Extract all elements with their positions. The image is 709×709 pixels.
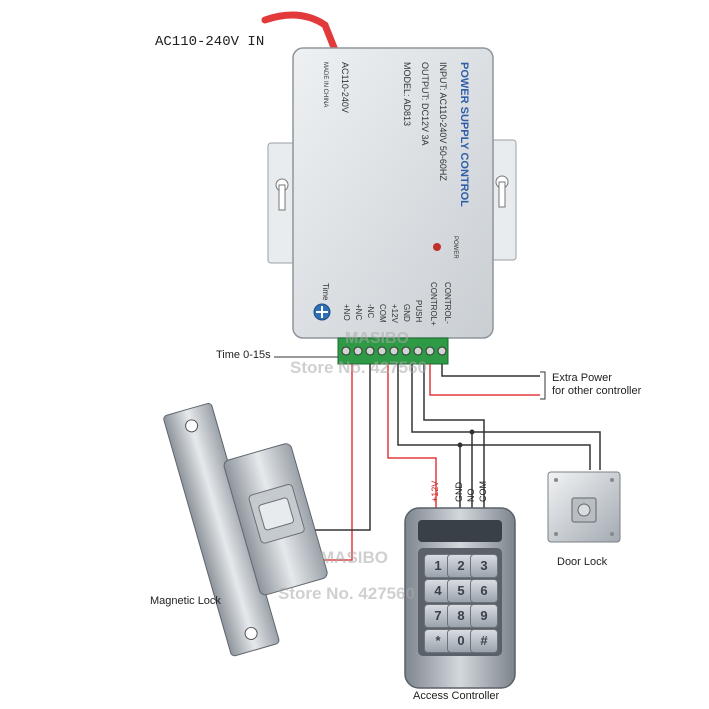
extra-power-bracket — [540, 371, 546, 400]
magnetic-lock-graphic — [163, 403, 328, 657]
ctrl-terminal-label: GND — [454, 482, 464, 502]
access-controller-label: Access Controller — [413, 690, 500, 702]
terminal-label: CONTROL+ — [429, 282, 438, 326]
wire-extra-power-red — [429, 364, 540, 396]
keypad-key: 6 — [470, 579, 498, 603]
wire-button-b — [472, 431, 601, 470]
watermark-brand-top: MASIBO — [345, 330, 409, 347]
extra-power-label-1: Extra Power — [552, 372, 612, 384]
psu-time-label: Time — [321, 283, 330, 301]
wire-ctrl-no — [411, 364, 473, 510]
psu-input-spec: INPUT: AC110-240V 50-60HZ — [438, 62, 448, 181]
mains-cable — [261, 11, 339, 54]
keypad-key: 9 — [470, 604, 498, 628]
terminal-label: CONTROL- — [443, 282, 452, 324]
ctrl-terminal-label: COM — [478, 481, 488, 502]
ctrl-terminal-label: +12V — [430, 480, 440, 502]
psu-voltage: AC110-240V — [340, 62, 350, 113]
wire-extra-power-dark — [441, 364, 540, 377]
terminal-label: +12V — [390, 304, 399, 323]
psu-made-in: MADE IN CHINA — [322, 62, 328, 108]
extra-power-label-2: for other controller — [552, 385, 642, 397]
power-led — [433, 243, 441, 251]
watermark-store-bottom: Store No. 427560 — [278, 584, 416, 603]
watermark-store-top: Store No. 427560 — [290, 358, 428, 377]
keypad-key: 3 — [470, 554, 498, 578]
terminal-label: GND — [402, 304, 411, 322]
terminal-label: +NC — [354, 304, 363, 321]
psu-power-led-label: POWER — [452, 236, 458, 259]
door-lock-label: Door Lock — [557, 556, 608, 568]
wire-ctrl-com — [423, 364, 485, 510]
terminal-screws — [341, 346, 447, 356]
time-label: Time 0-15s — [216, 349, 271, 361]
terminal-label: -NC — [366, 304, 375, 319]
psu-model: MODEL: AD813 — [402, 62, 412, 127]
wire-ctrl-12v — [387, 364, 437, 510]
terminal-label: PUSH — [414, 300, 423, 323]
psu-output-spec: OUTPUT: DC12V 3A — [420, 62, 430, 146]
wire-ctrl-gnd — [397, 364, 461, 510]
magnetic-lock-label: Magnetic Lock — [150, 595, 221, 607]
terminal-label: COM — [378, 304, 387, 323]
watermark-brand-bottom: MASIBO — [320, 548, 388, 567]
ctrl-terminal-label: NO — [466, 488, 476, 503]
keypad-key: # — [470, 629, 498, 653]
wire-button-a — [460, 444, 591, 470]
power-in-label: AC110-240V IN — [155, 34, 265, 50]
psu-title: POWER SUPPLY CONTROL — [458, 62, 470, 207]
terminal-label: +NO — [342, 304, 351, 321]
wire-lock-dark — [300, 364, 371, 531]
